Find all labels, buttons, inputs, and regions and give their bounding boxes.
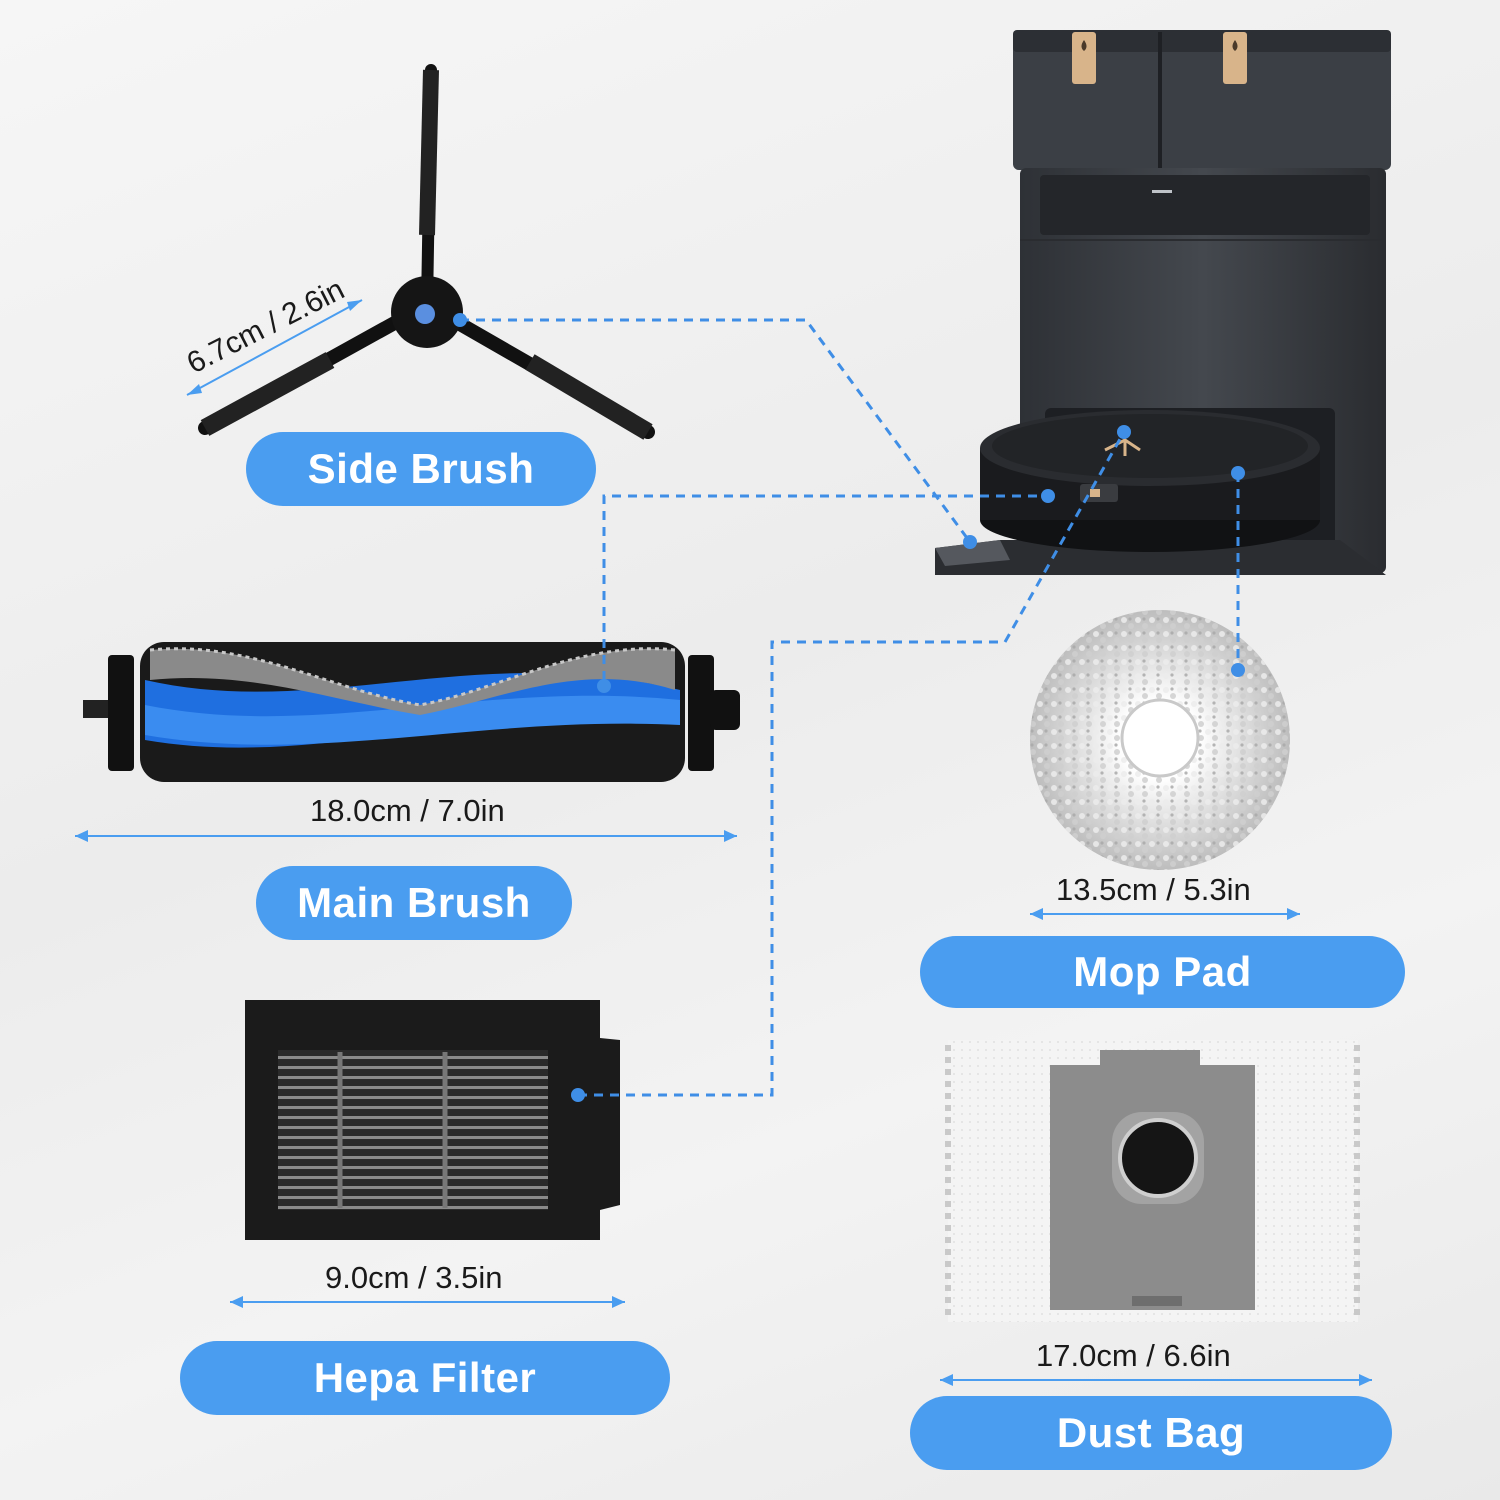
mop-pad-label: Mop Pad [920,936,1405,1008]
robot-vacuum [980,410,1320,552]
water-drop-icon [1223,32,1247,84]
main-brush-connector [602,494,1048,680]
side-brush-dot [453,313,467,327]
hepa-filter-dimension: 9.0cm / 3.5in [325,1260,503,1295]
water-drop-icon [1072,32,1096,84]
dust-bag-label: Dust Bag [910,1396,1392,1470]
station-main-brush-dot [1041,489,1055,503]
mop-pad-dot [1231,663,1245,677]
main-brush-image [83,642,740,782]
station-hepa-dot [1117,425,1131,439]
station-mop-dot [1231,466,1245,480]
side-brush-image [198,64,655,440]
mop-pad-image [1030,610,1290,870]
robot-base-station [935,30,1391,575]
station-side-brush-dot [963,535,977,549]
hepa-filter-dimension-arrow [230,1296,625,1308]
station-water-tanks [1013,30,1391,170]
dust-bag-dimension: 17.0cm / 6.6in [1036,1338,1231,1373]
main-brush-label: Main Brush [256,866,572,940]
mop-pad-dimension-arrow [1030,908,1300,920]
main-brush-dimension: 18.0cm / 7.0in [310,793,505,828]
main-brush-dot [597,679,611,693]
robot-logo [1104,438,1141,456]
hepa-filter-dot [571,1088,585,1102]
hepa-filter-label: Hepa Filter [180,1341,670,1415]
dust-bag-image [945,1040,1360,1322]
side-brush-dimension-arrow [186,299,363,396]
side-brush-connector [460,318,972,543]
connector-dots [453,313,1245,1102]
main-brush-dimension-arrow [75,830,737,842]
connector-lines [460,318,1240,1097]
mop-pad-dimension: 13.5cm / 5.3in [1056,872,1251,907]
dust-bag-dimension-arrow [940,1374,1372,1386]
side-brush-label: Side Brush [246,432,596,506]
hepa-filter-image [245,1000,620,1240]
hepa-filter-connector [578,431,1126,1097]
